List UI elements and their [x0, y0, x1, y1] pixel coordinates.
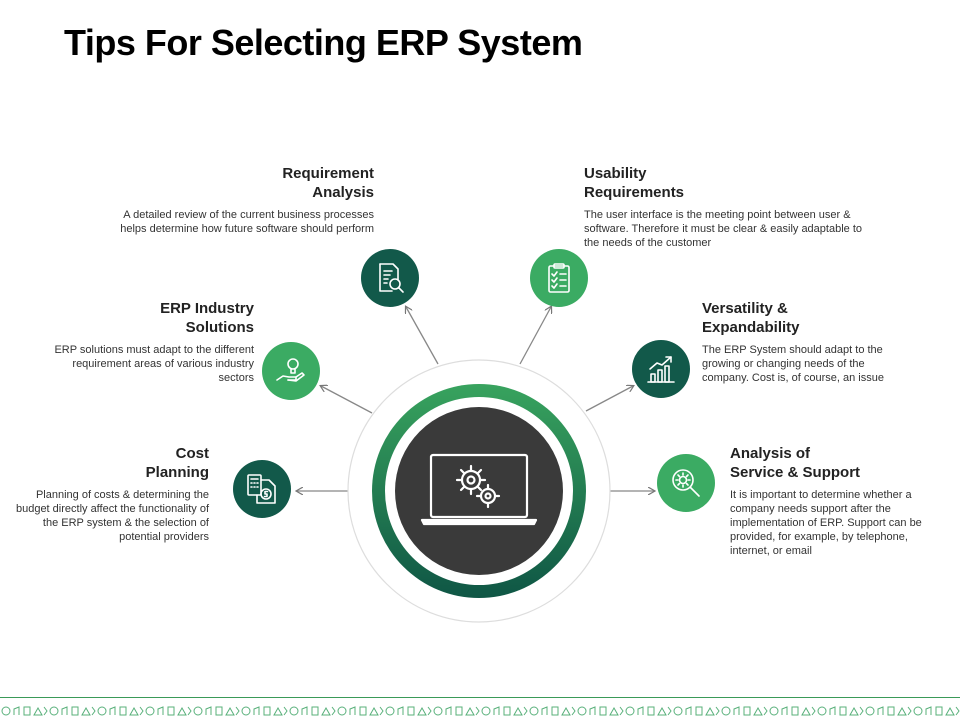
- center-disc: [395, 407, 563, 575]
- title-line-2: Solutions: [185, 319, 254, 336]
- title-line-2: Analysis: [312, 184, 374, 201]
- magnifier-gear-icon: [672, 469, 700, 497]
- title-line-2: Requirements: [584, 184, 685, 201]
- versatility-description: The ERP System should adapt to the growi…: [702, 344, 884, 384]
- clipboard-checklist-icon: [548, 263, 570, 293]
- title-line-1: Cost: [175, 445, 209, 462]
- cost-planning-node: [233, 460, 291, 518]
- usability-requirements-title: Usability Requirements: [584, 164, 864, 202]
- center-hub: [347, 359, 611, 623]
- requirement-analysis-node: [361, 249, 419, 307]
- title-line-1: Versatility &: [702, 300, 788, 317]
- requirement-analysis-block: Requirement Analysis A detailed review o…: [104, 164, 374, 236]
- cost-planning-title: Cost Planning: [14, 444, 209, 482]
- cost-planning-block: Cost Planning Planning of costs & determ…: [14, 444, 209, 544]
- versatility-block: Versatility & Expandability The ERP Syst…: [702, 299, 912, 385]
- title-line-1: Requirement: [282, 165, 374, 182]
- versatility-title: Versatility & Expandability: [702, 299, 912, 337]
- document-search-icon: [379, 263, 404, 293]
- growth-chart-icon: [647, 356, 675, 383]
- service-support-description: It is important to determine whether a c…: [730, 489, 922, 557]
- arrow-to-versatility: [585, 386, 633, 412]
- usability-requirements-block: Usability Requirements The user interfac…: [584, 164, 864, 250]
- hand-lightbulb-icon: [276, 358, 305, 382]
- requirement-analysis-description: A detailed review of the current busines…: [120, 209, 374, 235]
- arrow-to-requirement-analysis: [406, 307, 439, 365]
- arrow-to-erp-industry-solutions: [321, 386, 373, 414]
- title-line-2: Planning: [145, 464, 209, 481]
- erp-industry-solutions-title: ERP Industry Solutions: [44, 299, 254, 337]
- erp-industry-solutions-description: ERP solutions must adapt to the differen…: [54, 344, 254, 384]
- cost-planning-description: Planning of costs & determining the budg…: [15, 489, 209, 543]
- title-line-1: Usability: [584, 165, 647, 182]
- slide-title: Tips For Selecting ERP System: [64, 22, 583, 63]
- title-line-2: Service & Support: [730, 464, 861, 481]
- title-line-2: Expandability: [702, 319, 800, 336]
- calculator-invoice-icon: [247, 474, 276, 504]
- service-support-node: [657, 454, 715, 512]
- title-line-1: Analysis of: [730, 445, 811, 462]
- title-line-1: ERP Industry: [160, 300, 254, 317]
- footer-icon-strip: [0, 700, 960, 720]
- usability-requirements-description: The user interface is the meeting point …: [584, 209, 862, 249]
- erp-industry-solutions-block: ERP Industry Solutions ERP solutions mus…: [44, 299, 254, 385]
- usability-requirements-node: [530, 249, 588, 307]
- requirement-analysis-title: Requirement Analysis: [104, 164, 374, 202]
- footer-divider: [0, 697, 960, 698]
- arrow-to-usability-requirements: [519, 307, 551, 365]
- laptop-gears-icon: [420, 453, 538, 526]
- erp-industry-solutions-node: [262, 342, 320, 400]
- versatility-node: [632, 340, 690, 398]
- service-support-title: Analysis of Service & Support: [730, 444, 950, 482]
- service-support-block: Analysis of Service & Support It is impo…: [730, 444, 950, 558]
